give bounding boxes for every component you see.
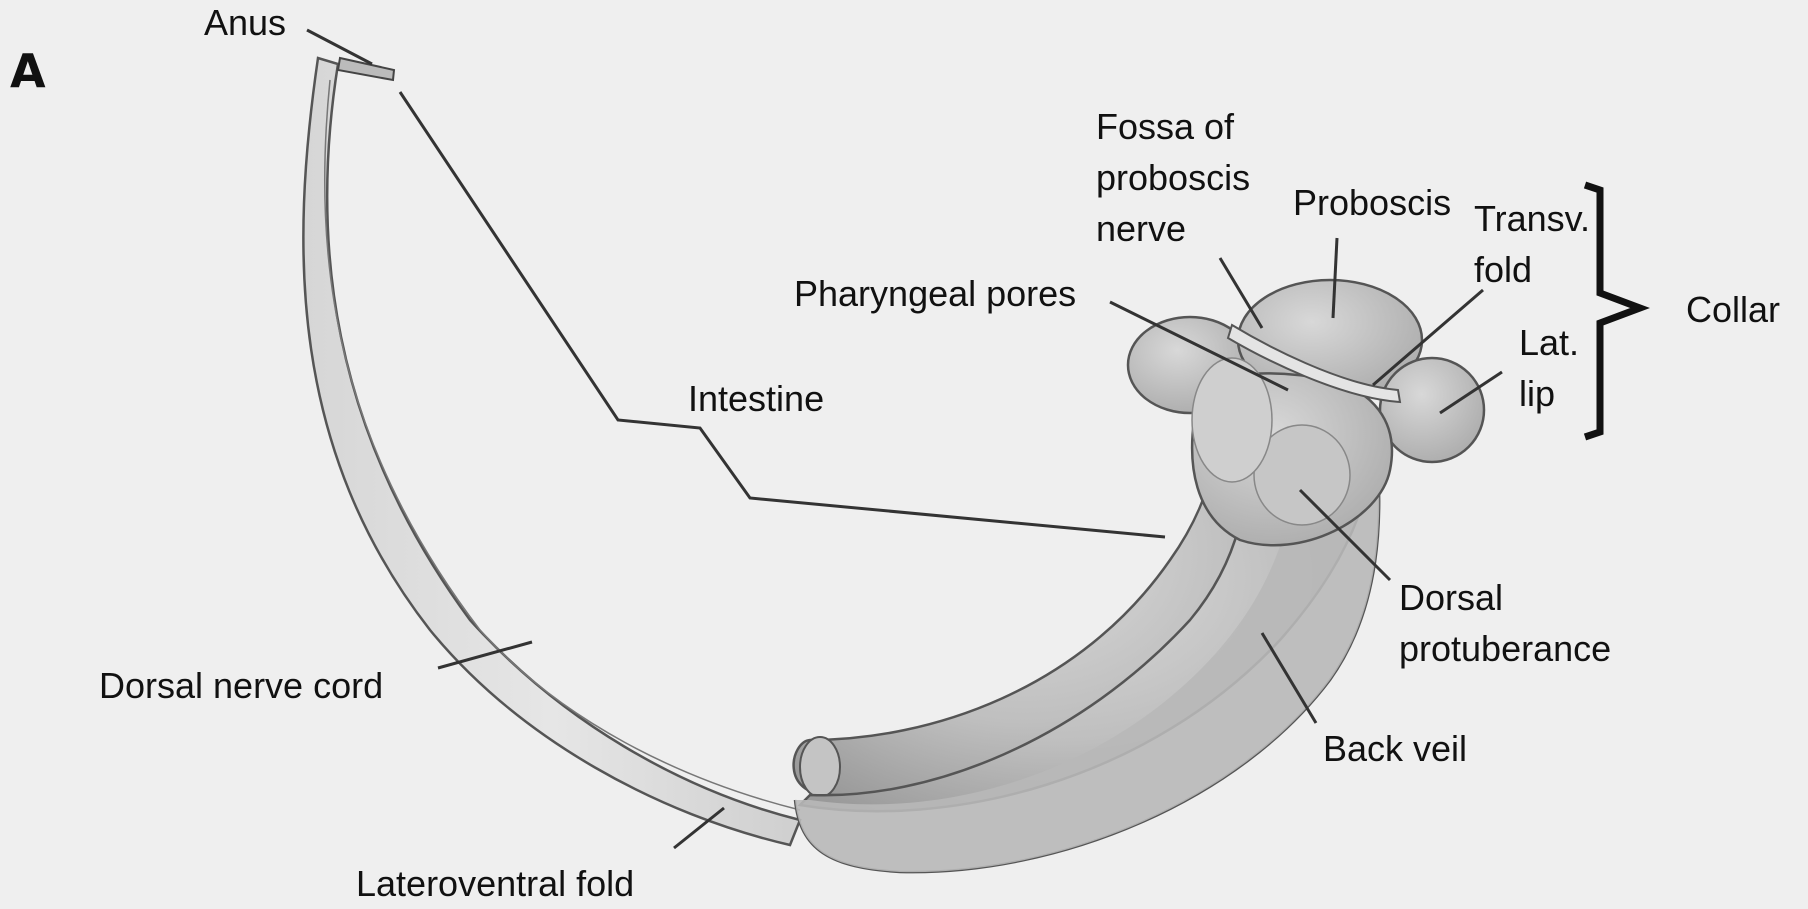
label-pharyngeal-pores: Pharyngeal pores bbox=[794, 268, 1076, 319]
label-lat-lip: Lat. lip bbox=[1519, 317, 1579, 419]
label-dorsal-nerve-cord: Dorsal nerve cord bbox=[99, 660, 383, 711]
label-collar: Collar bbox=[1686, 284, 1780, 335]
label-lateroventral-fold: Lateroventral fold bbox=[356, 858, 634, 909]
fold-upper bbox=[800, 737, 840, 797]
lat-lip-shape bbox=[1380, 358, 1484, 462]
collar-brace bbox=[1585, 185, 1640, 437]
panel-letter: A bbox=[10, 44, 46, 98]
label-fossa-of-proboscis-nerve: Fossa of proboscis nerve bbox=[1096, 101, 1250, 254]
label-anus: Anus bbox=[204, 0, 286, 48]
label-intestine: Intestine bbox=[688, 373, 824, 424]
label-proboscis: Proboscis bbox=[1293, 177, 1451, 228]
leader-fossa bbox=[1220, 258, 1262, 328]
label-transv-fold: Transv. fold bbox=[1474, 193, 1590, 295]
label-dorsal-protuberance: Dorsal protuberance bbox=[1399, 572, 1611, 674]
dorsal-nerve-cord-line bbox=[325, 80, 800, 810]
tail-body bbox=[303, 58, 800, 845]
label-back-veil: Back veil bbox=[1323, 723, 1467, 774]
